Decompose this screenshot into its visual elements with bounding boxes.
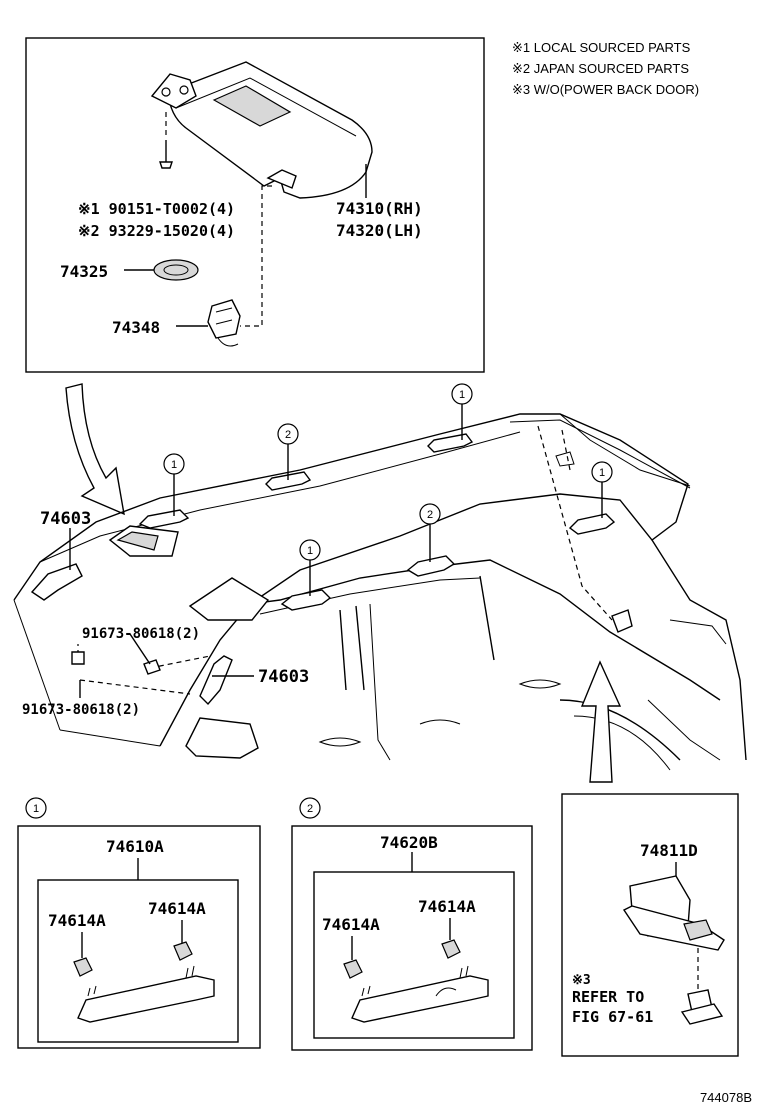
label-74348: 74348 <box>112 318 160 337</box>
clip-illustration <box>441 939 461 959</box>
detail-2-marker-number: 2 <box>307 803 313 815</box>
clip-illustration <box>343 959 363 979</box>
callout-circle <box>451 383 473 405</box>
rear-door-switch-location <box>611 609 633 633</box>
label-74325: 74325 <box>60 262 108 281</box>
callout-number: 2 <box>427 509 433 521</box>
callout-circle <box>299 539 321 561</box>
sun-visor-inset: ※1 90151-T0002(4) ※2 93229-15020(4) 7431… <box>25 37 485 373</box>
detail-2-subframe <box>313 871 515 1039</box>
screw-illustration <box>159 161 173 169</box>
bolt-illustration <box>71 651 85 665</box>
detail-3-frame <box>561 793 739 1057</box>
callout-number: 1 <box>459 389 465 401</box>
assist-grip-coat-hook-illustration <box>351 975 489 1023</box>
label-detail-2-clip-left: 74614A <box>322 915 380 934</box>
label-detail-1-clip-right: 74614A <box>148 899 206 918</box>
sun-visor-frame <box>25 37 485 373</box>
note-without-power-back-door: ※3 W/O(POWER BACK DOOR) <box>512 82 699 97</box>
callout-number: 2 <box>285 429 291 441</box>
label-fig-reference: FIG 67-61 <box>572 1008 653 1026</box>
visor-hinge-illustration <box>150 73 197 109</box>
label-detail-2-clip-right: 74614A <box>418 897 476 916</box>
detail-2-inset: 2 74620B 74614A 74614A <box>291 797 533 1051</box>
label-visor-lh: 74320(LH) <box>336 221 423 240</box>
door-handle-illustration <box>518 679 562 689</box>
sun-visor-illustration <box>167 61 373 199</box>
figure-code: 744078B <box>700 1090 752 1105</box>
callout-circle <box>163 453 185 475</box>
callout-leaders <box>69 404 603 698</box>
detail-2-frame <box>291 825 533 1051</box>
label-74603-right: 74603 <box>258 667 309 687</box>
assist-grip-illustration <box>77 975 215 1023</box>
vehicle-illustration <box>13 413 747 783</box>
arrow-to-back-door-switch <box>580 660 622 783</box>
callout-markers: 1 2 1 1 2 1 <box>163 383 613 561</box>
label-visor-rh: 74310(RH) <box>336 199 423 218</box>
label-bolt-upper: 91673-80618(2) <box>82 626 200 642</box>
detail-1-marker-number: 1 <box>33 803 39 815</box>
callout-number: 1 <box>599 467 605 479</box>
passenger-visor-illustration <box>188 577 270 621</box>
notes-block: ※1 LOCAL SOURCED PARTS ※2 JAPAN SOURCED … <box>512 40 699 97</box>
detail-1-subframe <box>37 879 239 1043</box>
label-74620b: 74620B <box>380 833 438 852</box>
note-local-sourced: ※1 LOCAL SOURCED PARTS <box>512 40 691 55</box>
label-74603-top: 74603 <box>40 509 91 529</box>
callout-circle <box>419 503 441 525</box>
callout-circle <box>591 461 613 483</box>
label-bolt-lower: 91673-80618(2) <box>22 702 140 718</box>
label-screw-japan: ※2 93229-15020(4) <box>78 222 235 240</box>
detail-1-marker <box>25 797 47 819</box>
visor-ring-illustration <box>153 259 199 281</box>
detail-3-inset: 74811D ※3 REFER TO FIG 67-61 <box>561 793 739 1057</box>
label-74811d: 74811D <box>640 841 698 860</box>
detail-1-frame <box>17 825 261 1049</box>
side-mirror-illustration <box>185 717 259 759</box>
arrow-to-visor-location <box>65 383 125 516</box>
clip-illustration <box>73 957 93 977</box>
callout-circle <box>277 423 299 445</box>
label-refer-to: REFER TO <box>572 988 644 1006</box>
label-screw-local: ※1 90151-T0002(4) <box>78 200 235 218</box>
callout-number: 1 <box>171 459 177 471</box>
detail-1-inset: 1 74610A 74614A 74614A <box>17 797 261 1049</box>
visor-holder-illustration <box>207 299 241 339</box>
note-japan-sourced: ※2 JAPAN SOURCED PARTS <box>512 61 689 76</box>
detail-2-marker <box>299 797 321 819</box>
label-detail-3-note: ※3 <box>572 973 591 988</box>
label-detail-1-clip-left: 74614A <box>48 911 106 930</box>
label-74610a: 74610A <box>106 837 164 856</box>
clip-illustration <box>173 941 193 961</box>
callout-number: 1 <box>307 545 313 557</box>
vanity-mirror-illustration <box>212 85 292 127</box>
